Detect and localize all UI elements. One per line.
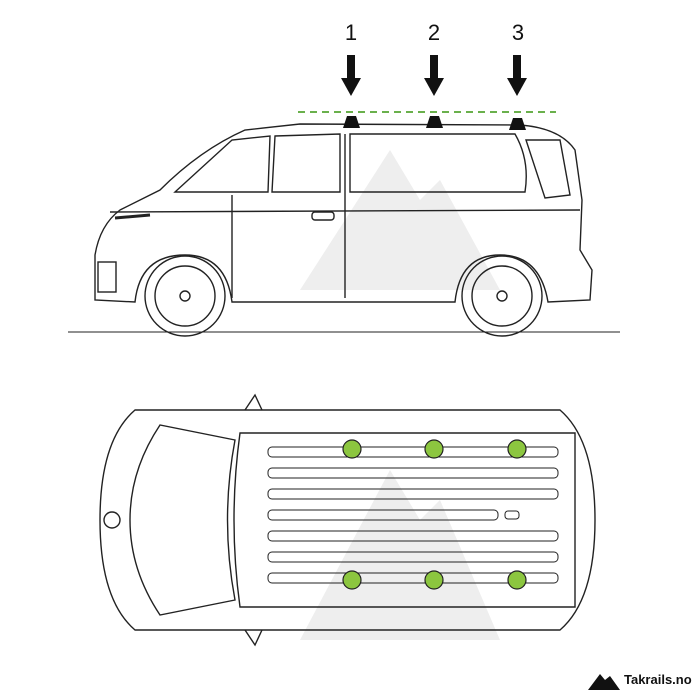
van-side-view bbox=[68, 123, 620, 337]
brand-logo: Takrails.no bbox=[624, 672, 692, 687]
mount-point-label-3: 3 bbox=[511, 20, 525, 45]
logo-mountain-icon bbox=[588, 674, 620, 690]
watermark-mountain bbox=[300, 150, 500, 640]
mount-point-markers bbox=[342, 439, 527, 590]
mount-point-marker-1-left bbox=[342, 439, 362, 459]
mount-point-marker-2-right bbox=[424, 570, 444, 590]
arrow-down-icon-1 bbox=[341, 55, 361, 96]
roof-feet bbox=[343, 116, 526, 130]
mount-point-marker-2-left bbox=[424, 439, 444, 459]
mount-point-marker-1-right bbox=[342, 570, 362, 590]
arrow-down-icon-2 bbox=[424, 55, 444, 96]
van-top-view bbox=[99, 393, 596, 647]
mount-point-marker-3-left bbox=[507, 439, 527, 459]
arrow-down-icon-3 bbox=[507, 55, 527, 96]
mount-point-label-1: 1 bbox=[344, 20, 358, 45]
mount-point-marker-3-right bbox=[507, 570, 527, 590]
arrows bbox=[341, 55, 527, 96]
mount-point-label-2: 2 bbox=[427, 20, 441, 45]
